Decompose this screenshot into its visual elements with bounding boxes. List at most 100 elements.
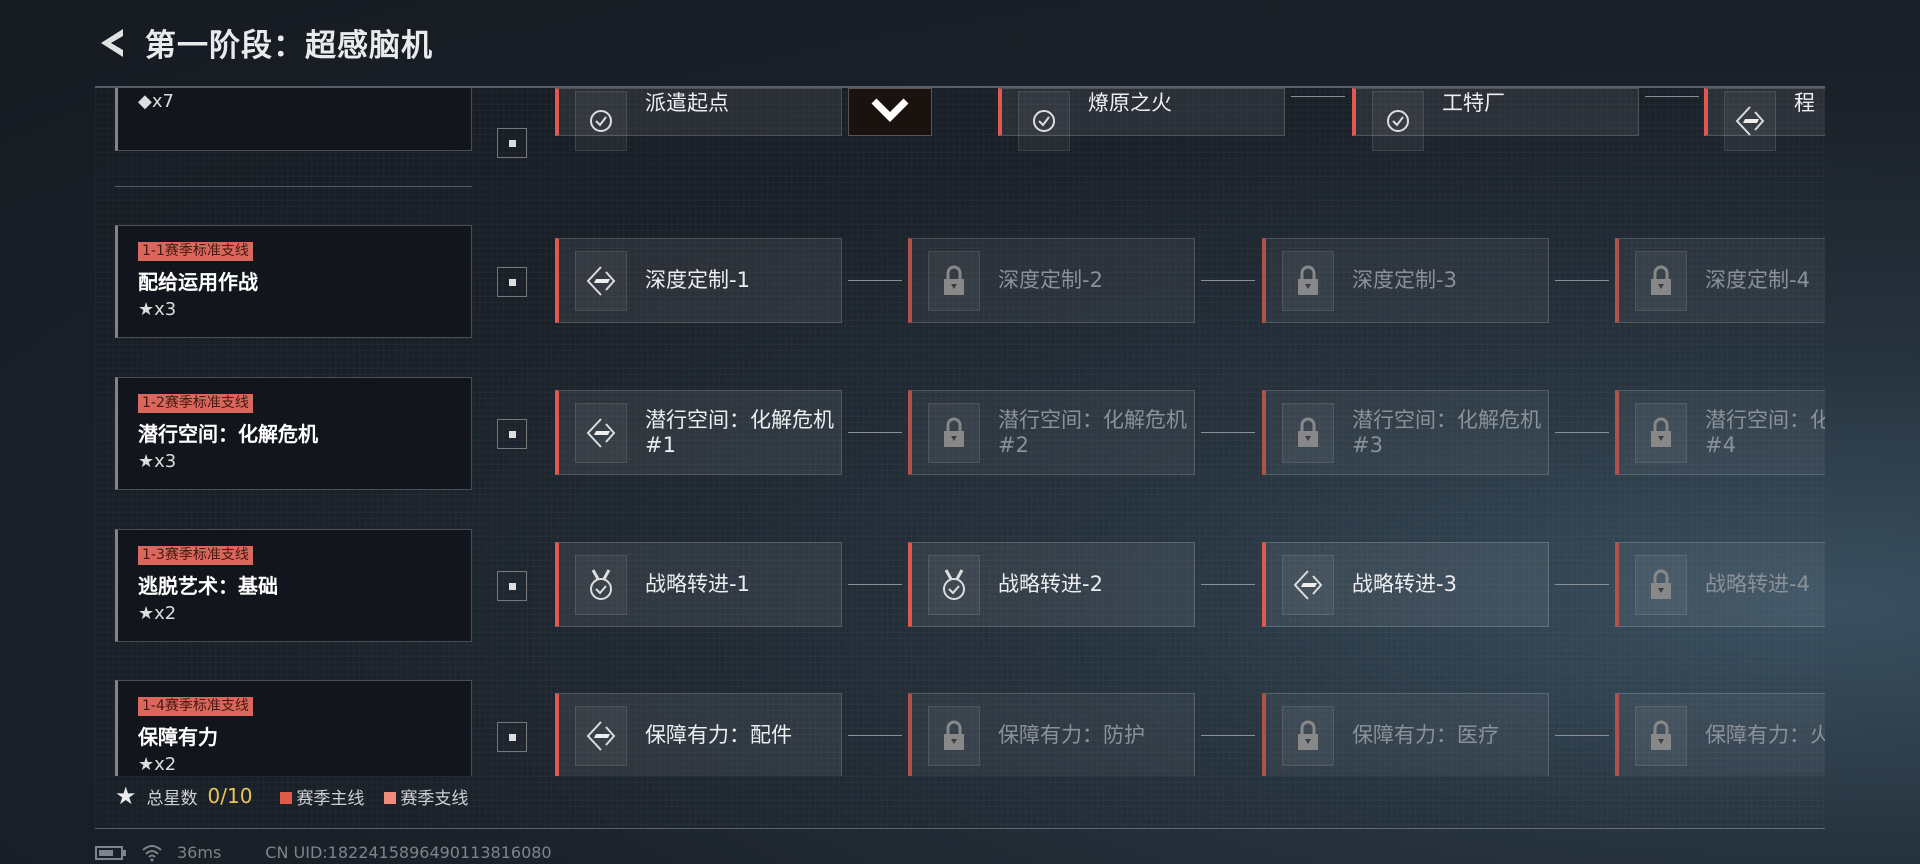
expand-connector-button[interactable] <box>497 267 527 297</box>
total-stars-label: 总星数 <box>146 788 198 809</box>
quest-line-title: 配给运用作战 <box>138 270 258 294</box>
legend-main: 赛季主线 <box>280 784 364 809</box>
check-circle-icon <box>1372 91 1424 151</box>
node-connector-line <box>1645 96 1699 97</box>
quest-reward-stars: ◆x7 <box>138 91 174 112</box>
quest-node-locked[interactable]: 战略转进-4 <box>1615 542 1825 627</box>
reward-box[interactable] <box>848 88 932 136</box>
quest-line-card[interactable]: 主要目标：超感脑机 ◆x7 <box>115 88 472 151</box>
quest-tag: 1-1赛季标准支线 <box>138 242 253 261</box>
quest-line-title: 潜行空间：化解危机 <box>138 422 318 446</box>
quest-node-label: 深度定制-4 <box>1705 268 1810 292</box>
ping-text: 36ms <box>177 843 222 862</box>
quest-node-label: 深度定制-3 <box>1352 268 1457 292</box>
lock-icon <box>1282 705 1334 766</box>
quest-node-locked[interactable]: 保障有力：火 <box>1615 693 1825 776</box>
lock-icon <box>1635 705 1687 766</box>
lock-icon <box>1635 250 1687 311</box>
node-connector-line <box>1291 96 1345 97</box>
quest-node-label: 派遣起点 <box>645 91 729 115</box>
quest-reward-stars: ★x2 <box>138 603 177 624</box>
medal-check-icon <box>575 554 627 615</box>
quest-line-title: 逃脱艺术：基础 <box>138 574 278 598</box>
quest-tree-panel[interactable]: 主要目标：超感脑机 ◆x7 派遣起点 燎原之火 工特厂 程 1-1赛季标准支线 配给运… <box>95 88 1825 776</box>
lock-icon <box>1282 402 1334 463</box>
quest-node-label: 工特厂 <box>1442 91 1505 115</box>
expand-connector-button[interactable] <box>497 722 527 752</box>
quest-row: 1-2赛季标准支线 潜行空间：化解危机 ★x3 潜行空间：化解危机#1 潜行空间：… <box>95 377 1825 490</box>
quest-node-locked[interactable]: 潜行空间：化解危机#2 <box>908 390 1195 475</box>
expand-connector-button[interactable] <box>497 128 527 158</box>
chevron-down-icon <box>870 97 910 127</box>
diamond-icon <box>575 402 627 463</box>
quest-node-locked[interactable]: 深度定制-2 <box>908 238 1195 323</box>
lock-icon <box>928 705 980 766</box>
quest-node-label: 保障有力：火 <box>1705 723 1825 747</box>
quest-line-card[interactable]: 1-3赛季标准支线 逃脱艺术：基础 ★x2 <box>115 529 472 642</box>
quest-tag: 1-2赛季标准支线 <box>138 394 253 413</box>
quest-row: 主要目标：超感脑机 ◆x7 派遣起点 燎原之火 工特厂 程 <box>95 88 1825 187</box>
quest-node-label: 战略转进-1 <box>645 572 750 596</box>
expand-connector-button[interactable] <box>497 419 527 449</box>
quest-node-completed[interactable]: 燎原之火 <box>998 88 1285 151</box>
check-circle-icon <box>1018 91 1070 151</box>
quest-node-locked[interactable]: 潜行空间：化解危机#3 <box>1262 390 1549 475</box>
quest-line-card[interactable]: 1-1赛季标准支线 配给运用作战 ★x3 <box>115 225 472 338</box>
quest-tag: 1-3赛季标准支线 <box>138 546 253 565</box>
quest-row: 1-1赛季标准支线 配给运用作战 ★x3 深度定制-1 深度定制-2 深度定制-3 深… <box>95 225 1825 338</box>
back-arrow-icon[interactable] <box>95 25 127 61</box>
quest-reward-stars: ★x2 <box>138 754 177 775</box>
diamond-icon <box>575 250 627 311</box>
quest-line-title: 保障有力 <box>138 725 218 749</box>
quest-node-label: 保障有力：医疗 <box>1352 723 1499 747</box>
quest-node-available[interactable]: 保障有力：配件 <box>555 693 842 776</box>
quest-node-label: 潜行空间：化解危机#1 <box>645 407 834 457</box>
node-connector-line <box>1555 584 1609 585</box>
quest-node-available[interactable]: 战略转进-3 <box>1262 542 1549 627</box>
node-connector-line <box>848 584 902 585</box>
lock-icon <box>928 250 980 311</box>
node-connector-line <box>848 432 902 433</box>
quest-line-card[interactable]: 1-4赛季标准支线 保障有力 ★x2 <box>115 680 472 776</box>
divider <box>115 186 472 187</box>
legend-branch: 赛季支线 <box>384 784 468 809</box>
quest-row: 1-4赛季标准支线 保障有力 ★x2 保障有力：配件 保障有力：防护 保障有力：医疗… <box>95 680 1825 776</box>
quest-node-locked[interactable]: 保障有力：防护 <box>908 693 1195 776</box>
quest-node-label: 潜行空间：化解危机#3 <box>1352 407 1541 457</box>
expand-connector-button[interactable] <box>497 571 527 601</box>
quest-node-label: 战略转进-4 <box>1705 572 1810 596</box>
footer-legend: ★ 总星数 0/10 赛季主线 赛季支线 <box>115 782 468 810</box>
quest-node-locked[interactable]: 潜行空间：化解危机#4 <box>1615 390 1825 475</box>
quest-node-locked[interactable]: 深度定制-4 <box>1615 238 1825 323</box>
quest-node-label: 深度定制-2 <box>998 268 1103 292</box>
quest-node-locked[interactable]: 保障有力：医疗 <box>1262 693 1549 776</box>
quest-node-completed[interactable]: 战略转进-2 <box>908 542 1195 627</box>
quest-row: 1-3赛季标准支线 逃脱艺术：基础 ★x2 战略转进-1 战略转进-2 战略转进-3… <box>95 529 1825 642</box>
quest-tag: 1-4赛季标准支线 <box>138 697 253 716</box>
quest-node-label: 深度定制-1 <box>645 268 750 292</box>
quest-node-completed[interactable]: 工特厂 <box>1352 88 1639 151</box>
quest-node-label: 潜行空间：化解危机#2 <box>998 407 1187 457</box>
quest-node-available[interactable]: 程 <box>1704 88 1825 151</box>
battery-icon <box>95 845 126 860</box>
diamond-icon <box>575 705 627 766</box>
quest-node-locked[interactable]: 深度定制-3 <box>1262 238 1549 323</box>
quest-node-label: 保障有力：防护 <box>998 723 1145 747</box>
node-connector-line <box>1201 735 1255 736</box>
quest-node-available[interactable]: 深度定制-1 <box>555 238 842 323</box>
quest-line-card[interactable]: 1-2赛季标准支线 潜行空间：化解危机 ★x3 <box>115 377 472 490</box>
quest-node-completed[interactable]: 派遣起点 <box>555 88 842 151</box>
quest-node-completed[interactable]: 战略转进-1 <box>555 542 842 627</box>
quest-node-label: 战略转进-3 <box>1352 572 1457 596</box>
node-connector-line <box>1201 432 1255 433</box>
quest-node-available[interactable]: 潜行空间：化解危机#1 <box>555 390 842 475</box>
quest-node-label: 保障有力：配件 <box>645 723 792 747</box>
node-connector-line <box>848 280 902 281</box>
quest-node-label: 燎原之火 <box>1088 91 1172 115</box>
star-icon: ★ <box>115 782 137 810</box>
page-title: 第一阶段：超感脑机 <box>145 28 433 64</box>
lock-icon <box>1635 554 1687 615</box>
node-connector-line <box>1555 735 1609 736</box>
wifi-icon <box>142 844 162 861</box>
check-circle-icon <box>575 91 627 151</box>
